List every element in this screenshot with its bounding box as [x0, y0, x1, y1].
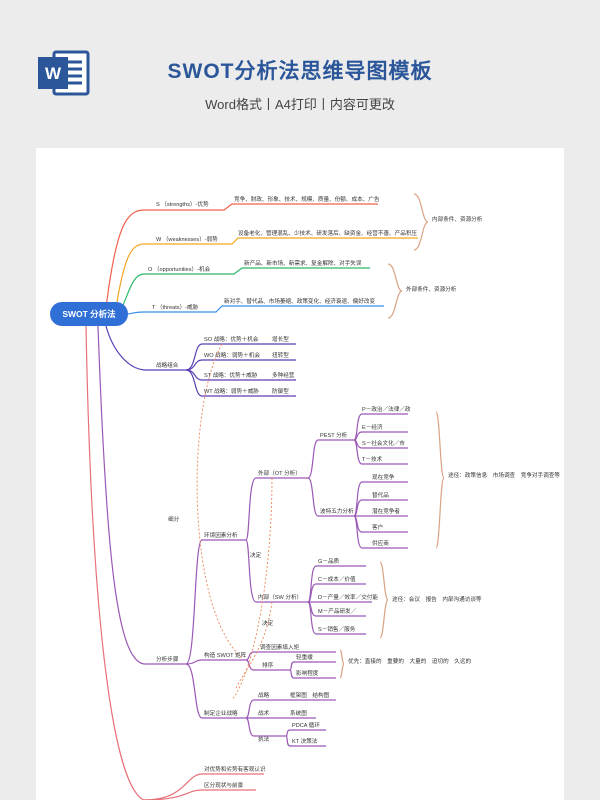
impact-label: 影响程度: [296, 671, 319, 677]
wo-strategy: WO 战略：弱势＋机会: [204, 353, 260, 359]
s-branch-label: S （strengths）-优势: [156, 202, 209, 208]
sw-m: M－产品研发／: [318, 609, 357, 615]
bottom-item-1: 对优势和劣势有客观认识: [204, 767, 266, 773]
document-sheet: SWOT 分析法 S （strengths）-优势 竞争、财政、形象、技术、规模…: [36, 148, 564, 800]
kt-label: KT 决策法: [292, 739, 318, 745]
strategy-label: 战略: [258, 693, 270, 699]
pest-e: E－经济: [362, 425, 383, 431]
mindmap-connectors: [85, 193, 445, 800]
external-ot: 外部（OT 分析）: [258, 471, 301, 477]
wt-strategy: WT 战略：弱势＋威胁: [204, 389, 259, 395]
decide-label-2: 决定: [262, 621, 274, 627]
five-pot: 潜在竞争者: [372, 509, 400, 515]
pest-s: S－社会文化／市: [362, 441, 405, 447]
internal-note: 内部条件、资源分析: [432, 217, 483, 223]
s-items: 竞争、财政、形象、技术、规模、质量、份额、成本、广告: [234, 197, 380, 203]
build-matrix: 构造 SWOT 矩阵: [204, 653, 247, 659]
w-items: 设备老化、管理混乱、少技术、研发落后、缺资金、经营不善、产品积压: [238, 231, 418, 237]
word-icon: W: [38, 50, 90, 96]
wo-result: 扭转型: [272, 353, 289, 359]
pest-p: P－政治／法律／政: [362, 407, 411, 413]
o-branch-label: O （opportunities）-机会: [148, 267, 211, 273]
st-strategy: ST 战略：优势＋威胁: [204, 373, 258, 379]
so-strategy: SO 战略：优势＋机会: [204, 337, 259, 343]
t-items: 新对手、替代品、市场萎缩、政策变化、经济衰退、偏好改变: [224, 299, 376, 305]
five-sup: 供应商: [372, 541, 389, 547]
internal-sw: 内部（SW 分析）: [258, 595, 303, 601]
tactic-detail: 系统图: [290, 711, 307, 717]
pdca-label: PDCA 循环: [292, 723, 320, 729]
pest-analysis: PEST 分析: [320, 433, 348, 439]
order-label: 排序: [262, 663, 274, 669]
five-forces: 波特五力分析: [320, 509, 354, 515]
survey-fill: 调查因素填入矩: [260, 645, 300, 651]
pest-t: T－技术: [362, 457, 383, 463]
decide-label-1: 决定: [250, 553, 262, 559]
st-result: 多种经营: [272, 373, 295, 379]
strategy-detail: 框架图 结构图: [290, 693, 330, 699]
make-strategy: 制定企业战略: [204, 711, 238, 717]
five-cust: 客户: [372, 525, 384, 531]
page-subtitle: Word格式丨A4打印丨内容可更改: [205, 97, 395, 112]
page-header: W SWOT分析法思维导图模板 Word格式丨A4打印丨内容可更改: [0, 0, 600, 150]
urgency-label: 轻重缓: [296, 655, 313, 661]
external-route: 途径：政策信息 市场调查 竞争对手调查等: [448, 473, 560, 479]
sw-c: C－成本／价值: [318, 577, 356, 583]
env-analysis: 环境因素分析: [204, 533, 238, 539]
sw-g: G－品质: [318, 559, 340, 565]
five-sub: 替代品: [372, 493, 389, 499]
t-branch-label: T （threats）-威胁: [152, 305, 199, 311]
strategy-combo-label: 战略组合: [156, 363, 179, 369]
internal-route: 途径：会议 报告 内部沟通访谈等: [392, 597, 482, 603]
wt-result: 防御型: [272, 389, 289, 395]
steps-label: 分析步骤: [156, 657, 179, 663]
so-result: 增长型: [272, 337, 289, 343]
sw-d: D－产量／效率／交付能: [318, 595, 378, 601]
tactic-label: 战术: [258, 711, 270, 717]
five-comp: 现在竞争: [372, 475, 395, 481]
svg-text:W: W: [45, 64, 62, 83]
w-branch-label: W （weaknesses）-弱势: [156, 237, 218, 243]
bottom-item-2: 区分现状与前景: [204, 783, 244, 789]
o-items: 新产品、新市场、新需求、复金解除、对手失误: [244, 261, 362, 267]
external-note: 外部条件、资源分析: [406, 287, 457, 293]
root-node: SWOT 分析法: [50, 302, 128, 326]
exec-label: 执法: [258, 737, 270, 743]
priority-label: 优先：直接的 重要的 大量的 迫切的 久远的: [348, 659, 472, 665]
subdivide-label: 细分: [168, 517, 180, 523]
page-title: SWOT分析法思维导图模板: [167, 60, 433, 83]
sw-s: S－销售／服务: [318, 627, 356, 633]
